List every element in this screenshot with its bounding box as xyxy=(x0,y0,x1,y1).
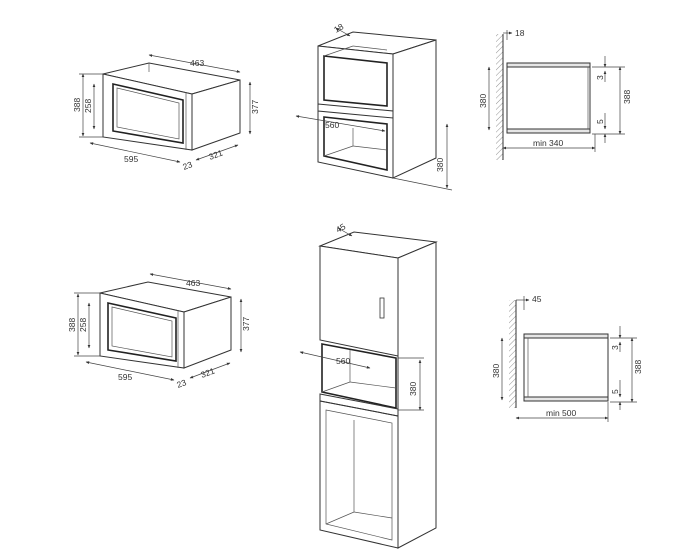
dim-top-gap-b: 45 xyxy=(532,294,542,304)
dim-gap-top-b: 3 xyxy=(610,345,620,350)
dim-frame-b: 23 xyxy=(175,377,188,390)
dim-depth-top: 18 xyxy=(332,21,345,35)
dim-height-outer: 388 xyxy=(72,98,82,112)
dim-height-side: 377 xyxy=(250,100,260,114)
dim-height-left-b: 380 xyxy=(491,364,501,378)
dim-height-opening: 380 xyxy=(408,382,418,396)
dim-height-inner: 258 xyxy=(83,99,93,113)
dim-width-top-b: 463 xyxy=(186,278,200,288)
dim-height-right: 380 xyxy=(435,158,445,172)
dim-height-inner-b: 258 xyxy=(78,318,88,332)
dim-gap-bottom-b: 5 xyxy=(610,389,620,394)
microwave-view-bottom: 463 388 258 377 595 321 23 xyxy=(67,273,251,390)
dim-frame: 23 xyxy=(181,159,194,172)
dim-width-opening: 560 xyxy=(325,120,339,130)
dim-width-front: 595 xyxy=(124,154,138,164)
dim-gap-top: 3 xyxy=(595,75,605,80)
dim-depth-top-b: 45 xyxy=(334,221,347,235)
tall-cabinet-view: 45 560 380 xyxy=(299,221,438,549)
door-handle-icon xyxy=(379,297,385,319)
cabinet-view-top: 18 560 380 xyxy=(295,21,453,191)
dim-min-depth: min 340 xyxy=(533,138,564,148)
dim-height-left: 380 xyxy=(478,94,488,108)
section-view-bottom: 45 380 3 388 5 min 500 xyxy=(491,294,643,422)
dim-height-right-b: 388 xyxy=(633,360,643,374)
dim-top-gap: 18 xyxy=(515,28,525,38)
dim-height-outer-b: 388 xyxy=(67,318,77,332)
dim-depth: 321 xyxy=(207,148,224,162)
dim-width-opening-b: 560 xyxy=(336,356,350,366)
dim-height-side-b: 377 xyxy=(241,317,251,331)
dim-min-depth-b: min 500 xyxy=(546,408,577,418)
dim-gap-bottom: 5 xyxy=(595,119,605,124)
microwave-view-top: 463 388 258 377 595 321 23 xyxy=(72,54,260,172)
dim-width-front-b: 595 xyxy=(118,372,132,382)
dim-width-top: 463 xyxy=(190,58,204,68)
dim-depth-b: 321 xyxy=(199,366,216,380)
section-view-top: 18 380 3 388 5 min 340 xyxy=(478,28,632,160)
dim-height-right-section: 388 xyxy=(622,90,632,104)
